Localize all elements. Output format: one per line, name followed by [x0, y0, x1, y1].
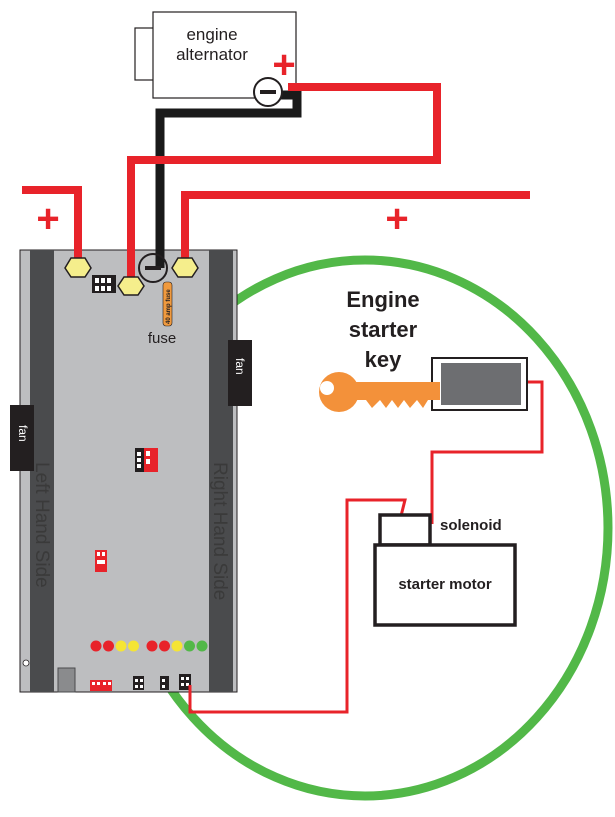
- bottom-port: [57, 667, 76, 693]
- ignition-wire: [430, 380, 544, 524]
- bottom-connector-3: [179, 674, 191, 690]
- bottom-connector-2: [160, 676, 169, 690]
- led-indicator: [128, 640, 139, 652]
- right-side-label: Right Hand Side: [209, 462, 230, 600]
- left-plus-symbol: +: [36, 197, 59, 241]
- middle-terminal: [117, 276, 145, 296]
- indicator-dot: [22, 659, 30, 667]
- key-icon: [319, 372, 440, 412]
- key-label-line1: Engine: [346, 287, 419, 312]
- key-label-line3: key: [365, 347, 402, 372]
- solenoid-trigger-wire: [188, 498, 407, 714]
- left-fan: fan: [10, 405, 34, 471]
- alternator-plus-symbol: +: [272, 43, 295, 87]
- main-positive-wire: [181, 191, 530, 262]
- right-terminal: [171, 257, 199, 278]
- left-fan-label: fan: [16, 425, 30, 442]
- controller-board: Left Hand Side Right Hand Side fan fan: [10, 249, 252, 693]
- starter-key-switch: [431, 357, 528, 411]
- alternator-negative-terminal: [253, 77, 283, 107]
- alternator-positive-wire: [127, 83, 441, 282]
- starter-motor-box: [373, 543, 517, 627]
- right-plus-symbol: +: [385, 197, 408, 241]
- dip-switch-1: [135, 448, 158, 472]
- starter-motor-label: starter motor: [398, 576, 492, 593]
- negative-wire: [155, 90, 302, 268]
- alternator-label-line1: engine: [186, 25, 237, 44]
- led-indicator: [103, 640, 114, 652]
- dip-switch-2: [95, 550, 107, 572]
- led-indicator: [146, 640, 158, 652]
- alternator-label-line2: alternator: [176, 45, 248, 64]
- right-fan-label: fan: [233, 358, 247, 375]
- led-indicator: [184, 640, 195, 652]
- key-label-line2: starter: [349, 317, 418, 342]
- fuse-component: 40 amp fuse fuse: [148, 281, 176, 347]
- solenoid-box: [378, 513, 432, 547]
- fuse-rating: 40 amp fuse: [166, 289, 172, 324]
- led-indicator: [159, 640, 170, 652]
- led-indicator: [90, 640, 102, 652]
- left-positive-wire: [22, 186, 82, 262]
- board-negative-terminal: [138, 253, 168, 283]
- bottom-switch: [90, 680, 112, 691]
- fuse-label: fuse: [148, 330, 176, 347]
- right-rail: [209, 250, 233, 692]
- solenoid-label: solenoid: [440, 517, 502, 534]
- led-indicator: [171, 640, 183, 652]
- led-indicator: [115, 640, 127, 652]
- right-fan: fan: [228, 340, 252, 406]
- led-indicator: [196, 640, 208, 652]
- left-terminal: [64, 257, 92, 278]
- led-row: [90, 640, 208, 652]
- left-side-label: Left Hand Side: [31, 462, 52, 588]
- bottom-connector-1: [133, 676, 144, 690]
